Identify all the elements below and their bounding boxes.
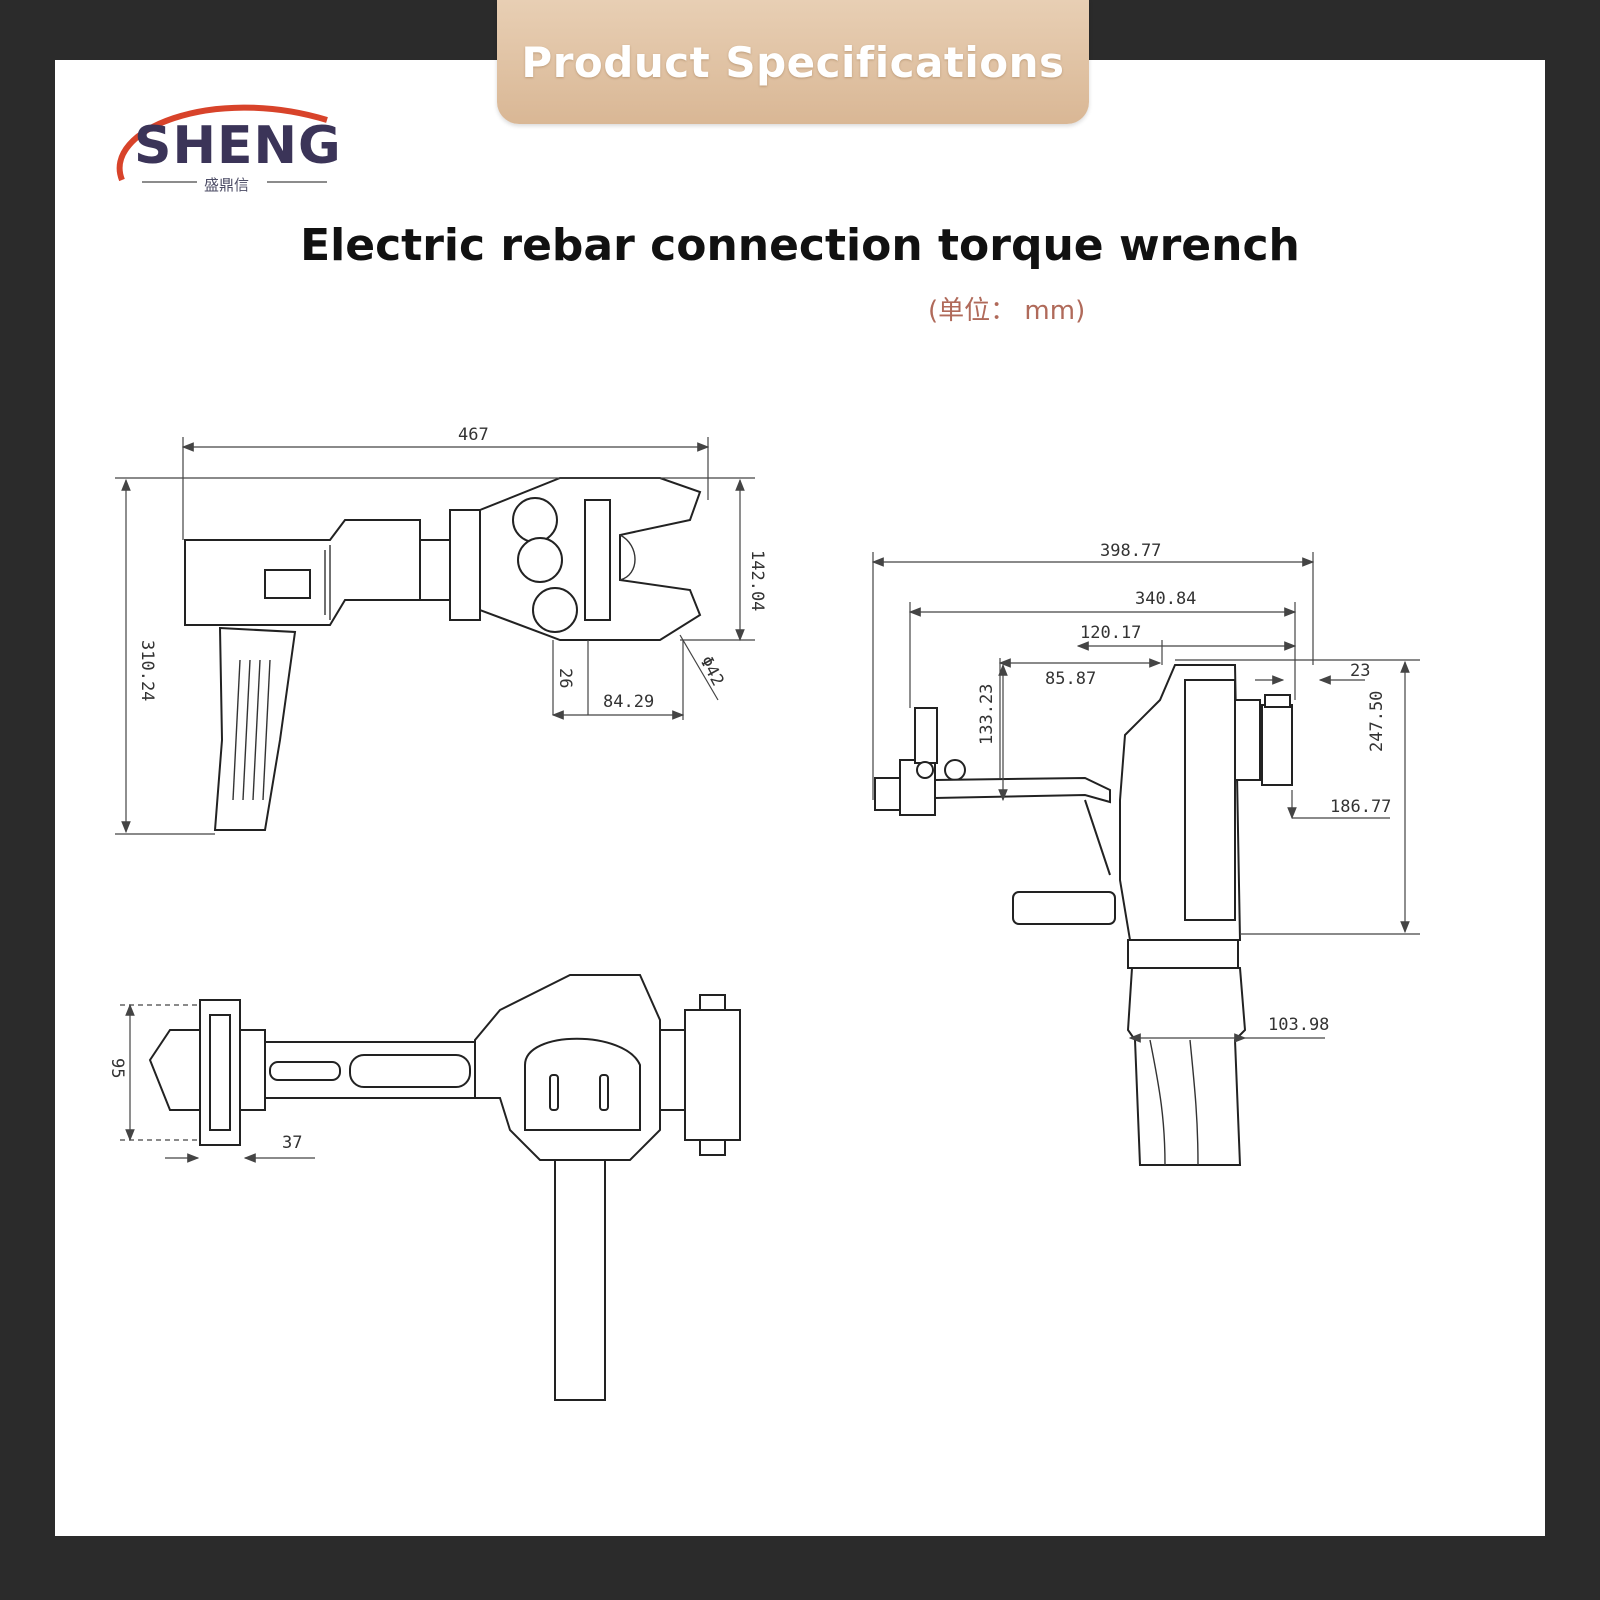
brand-logo: SHENG 盛鼎信 [92, 90, 352, 200]
top-view [148, 974, 741, 1401]
dim-top-width: 95 [107, 1058, 127, 1078]
drawing-sheet [55, 60, 1545, 1536]
dim-jaw-offset: 26 [555, 668, 575, 688]
dim-end-base: 103.98 [1268, 1015, 1329, 1035]
end-view-dimensions: 398.77 340.84 120.17 85.87 23 247.50 133… [871, 541, 1420, 1043]
dim-end-lower: 186.77 [1330, 797, 1391, 817]
dim-end-height: 247.50 [1367, 691, 1387, 752]
dim-end-total: 398.77 [1100, 541, 1161, 561]
side-view-dimensions: 467 310.24 142.04 26 84.29 Φ42 [115, 425, 767, 835]
logo-brand-text: SHENG [134, 116, 342, 176]
header-banner: Product Specifications [497, 0, 1089, 124]
dim-length: 467 [458, 425, 489, 445]
dim-top-offset: 37 [282, 1133, 302, 1153]
dim-end-span: 340.84 [1135, 589, 1196, 609]
dim-jaw-height: 142.04 [747, 550, 767, 611]
logo-arc-icon [116, 104, 328, 183]
end-view [874, 664, 1293, 1166]
top-view-dimensions: 95 37 [107, 1003, 315, 1163]
dim-end-inner2: 85.87 [1045, 669, 1096, 689]
banner-title: Product Specifications [521, 37, 1065, 87]
dim-jaw-diameter: Φ42 [696, 653, 728, 690]
side-view [184, 477, 702, 831]
dim-end-arm-height: 133.23 [977, 684, 997, 745]
dim-end-edge: 23 [1350, 661, 1370, 681]
unit-label: (单位： mm) [928, 296, 1086, 326]
logo-subtitle: 盛鼎信 [204, 176, 250, 194]
page-title: Electric rebar connection torque wrench [300, 220, 1300, 271]
dim-jaw-reach: 84.29 [603, 692, 654, 712]
dim-height: 310.24 [137, 640, 157, 701]
dim-end-inner: 120.17 [1080, 623, 1141, 643]
